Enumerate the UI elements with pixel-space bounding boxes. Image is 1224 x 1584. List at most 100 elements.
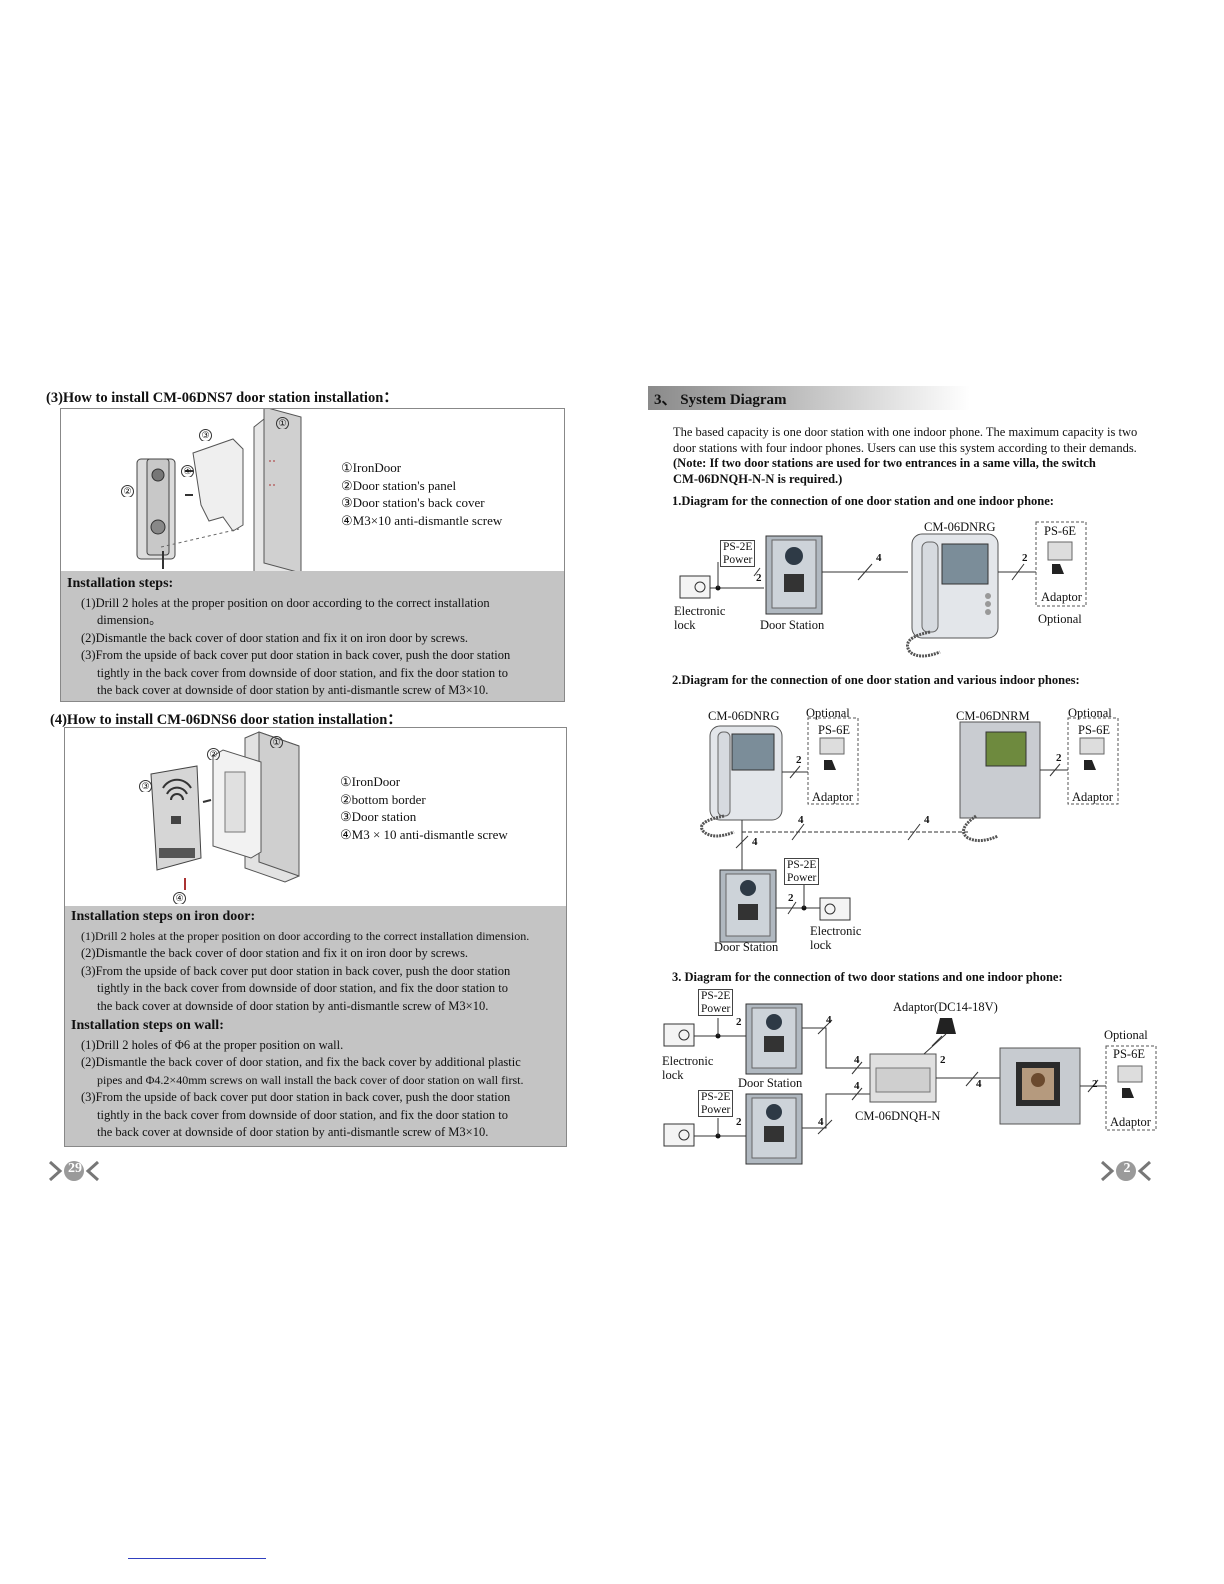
optional-label: Optional: [806, 706, 850, 720]
cm-06dns7-legend: ①IronDoor ②Door station's panel ③Door st…: [341, 459, 502, 529]
optional-label: Optional: [1038, 612, 1082, 626]
wire-count: 2: [736, 1116, 742, 1128]
optional-label: Optional: [1104, 1028, 1148, 1042]
door-station-label: Door Station: [714, 940, 779, 954]
adaptor-label: Adaptor: [812, 790, 853, 804]
adaptor-label: Adaptor: [1072, 790, 1113, 804]
legend-item: ①IronDoor: [341, 460, 402, 475]
ps-2e-tag: PS-2E Power: [720, 540, 756, 567]
wire-count: 4: [854, 1054, 860, 1066]
diagram-2-title: 2.Diagram for the connection of one door…: [672, 673, 1080, 687]
lock-label: Electronic lock: [674, 604, 726, 632]
monitor-b-label: CM-06DNRM: [956, 709, 1030, 723]
monitor-label: CM-06DNRG: [924, 520, 996, 534]
wire-count: 4: [752, 836, 758, 848]
note-text: (Note: If two door stations are used for…: [673, 456, 1096, 470]
diagram-2: CM-06DNRG Optional PS-6E Adaptor CM-06DN…: [680, 704, 1180, 960]
page-number-2: 2: [1100, 1158, 1152, 1184]
cm-06dns7-steps: Installation steps: (1)Drill 2 holes at …: [60, 571, 565, 702]
optional-label: Optional: [1068, 706, 1112, 720]
section-header-title: 3、 System Diagram: [654, 392, 787, 408]
step-line: pipes and Φ4.2×40mm screws on wall insta…: [97, 1072, 524, 1087]
wire-count: 2: [1022, 552, 1028, 564]
legend-item: ②Door station's panel: [341, 477, 457, 493]
wire-count: 2: [788, 892, 794, 904]
cm-06dns7-exploded-diagram: ① ③ ④ ②: [121, 406, 302, 598]
back-cover-shape: [192, 438, 244, 532]
cm-06dns6-steps: Installation steps on iron door: (1)Dril…: [64, 906, 567, 1147]
callout-2: ②: [207, 748, 220, 760]
diagram-1-title: 1.Diagram for the connection of one door…: [672, 494, 1054, 508]
legend-item: ④M3 × 10 anti-dismantle screw: [340, 826, 508, 842]
step-line: dimension。: [97, 613, 162, 627]
adaptor-dc-label: Adaptor(DC14-18V): [893, 1000, 998, 1014]
cm-06dns7-figure: ① ③ ④ ② ①IronDoor ②Door station's panel …: [60, 406, 565, 598]
step-line: (3)From the upside of back cover put doo…: [81, 963, 511, 978]
ps-6e-label: PS-6E: [818, 723, 850, 737]
wire-count: 2: [736, 1016, 742, 1028]
diagram-1: PS-2E Power 2 4 2 CM-06DNRG PS-6E Adapto…: [660, 514, 1180, 660]
step-line: (3)From the upside of back cover put doo…: [81, 1090, 511, 1104]
step-line: the back cover at downside of door stati…: [97, 1125, 489, 1139]
section-3-title: (3)How to install CM-06DNS7 door station…: [46, 390, 398, 406]
page-number-text: 2: [1123, 1161, 1131, 1176]
wire-count: 4: [976, 1078, 982, 1090]
section-header-bar: 3、 System Diagram: [648, 386, 970, 410]
legend-item: ②bottom border: [340, 791, 426, 807]
wire-count: 2: [1056, 752, 1062, 764]
wire-count: 4: [876, 552, 882, 564]
cm-06dns6-legend: ①IronDoor ②bottom border ③Door station ④…: [340, 773, 508, 843]
callout-3: ③: [199, 429, 212, 441]
ps-2e-tag-2: PS-2E Power: [698, 1090, 734, 1117]
lock-label: Electronic lock: [662, 1054, 714, 1082]
intro-text: The based capacity is one door station w…: [673, 425, 1138, 486]
step-line: (1)Drill 2 holes at the proper position …: [81, 595, 490, 610]
callout-4: ④: [181, 465, 194, 477]
section-4-title: (4)How to install CM-06DNS6 door station…: [50, 712, 402, 728]
legend-item: ③Door station's back cover: [341, 495, 485, 511]
ps-2e-tag: PS-2E Power: [784, 858, 820, 885]
legend-item: ④M3×10 anti-dismantle screw: [341, 512, 503, 528]
steps-title: Installation steps:: [67, 576, 174, 591]
wire-count: 4: [826, 1014, 832, 1026]
footer-rule: [128, 1558, 266, 1559]
step-line: tightly in the back cover from downside …: [97, 665, 509, 680]
wire-count: 2: [796, 754, 802, 766]
step-line: (2)Dismantle the back cover of door stat…: [81, 630, 469, 645]
step-line: (2)Dismantle the back cover of door stat…: [81, 946, 469, 960]
cm-06dns6-exploded-diagram: ① ② ③ ④: [139, 731, 300, 904]
diagram-3-title: 3. Diagram for the connection of two doo…: [672, 970, 1063, 984]
monitor-a-label: CM-06DNRG: [708, 709, 780, 723]
ps-6e-label: PS-6E: [1044, 524, 1076, 538]
diagram-1-drawing: [679, 521, 1087, 658]
callout-2: ②: [121, 485, 134, 497]
callout-4: ④: [173, 892, 186, 904]
step-line: (3)From the upside of back cover put doo…: [81, 648, 511, 662]
step-line: the back cover at downside of door stati…: [97, 683, 489, 697]
step-line: (1)Drill 2 holes at the proper position …: [81, 928, 530, 943]
page-number-text: 29: [68, 1161, 82, 1176]
ps-6e-label: PS-6E: [1078, 723, 1110, 737]
ps-2e-tag-1: PS-2E Power: [698, 989, 734, 1016]
adaptor-label: Adaptor: [1110, 1115, 1151, 1129]
lock-label: Electronic lock: [810, 924, 862, 952]
door-station-label: Door Station: [760, 618, 825, 632]
legend-item: ①IronDoor: [340, 774, 401, 789]
legend-item: ③Door station: [340, 809, 417, 825]
page-chevrons-icon: [48, 1160, 100, 1182]
step-line: tightly in the back cover from downside …: [97, 981, 509, 995]
diagram-2-drawing: [700, 717, 1119, 943]
wire-count: 2: [940, 1054, 946, 1066]
cm-06dns6-figure: ① ② ③ ④ ①IronDoor ②bottom border ③Door s…: [64, 727, 567, 907]
wire-count: 4: [924, 814, 930, 826]
page-number-29: 29: [48, 1158, 100, 1184]
wire-count: 2: [1092, 1078, 1098, 1090]
callout-1: ①: [276, 417, 289, 429]
step-line: tightly in the back cover from downside …: [97, 1107, 509, 1122]
steps-title-iron-door: Installation steps on iron door:: [71, 909, 256, 924]
callout-1: ①: [270, 736, 283, 748]
diagram-3-drawing: [663, 1003, 1157, 1165]
wire-count: 4: [854, 1080, 860, 1092]
ps-6e-label: PS-6E: [1113, 1047, 1145, 1061]
switch-label: CM-06DNQH-N: [855, 1109, 941, 1123]
